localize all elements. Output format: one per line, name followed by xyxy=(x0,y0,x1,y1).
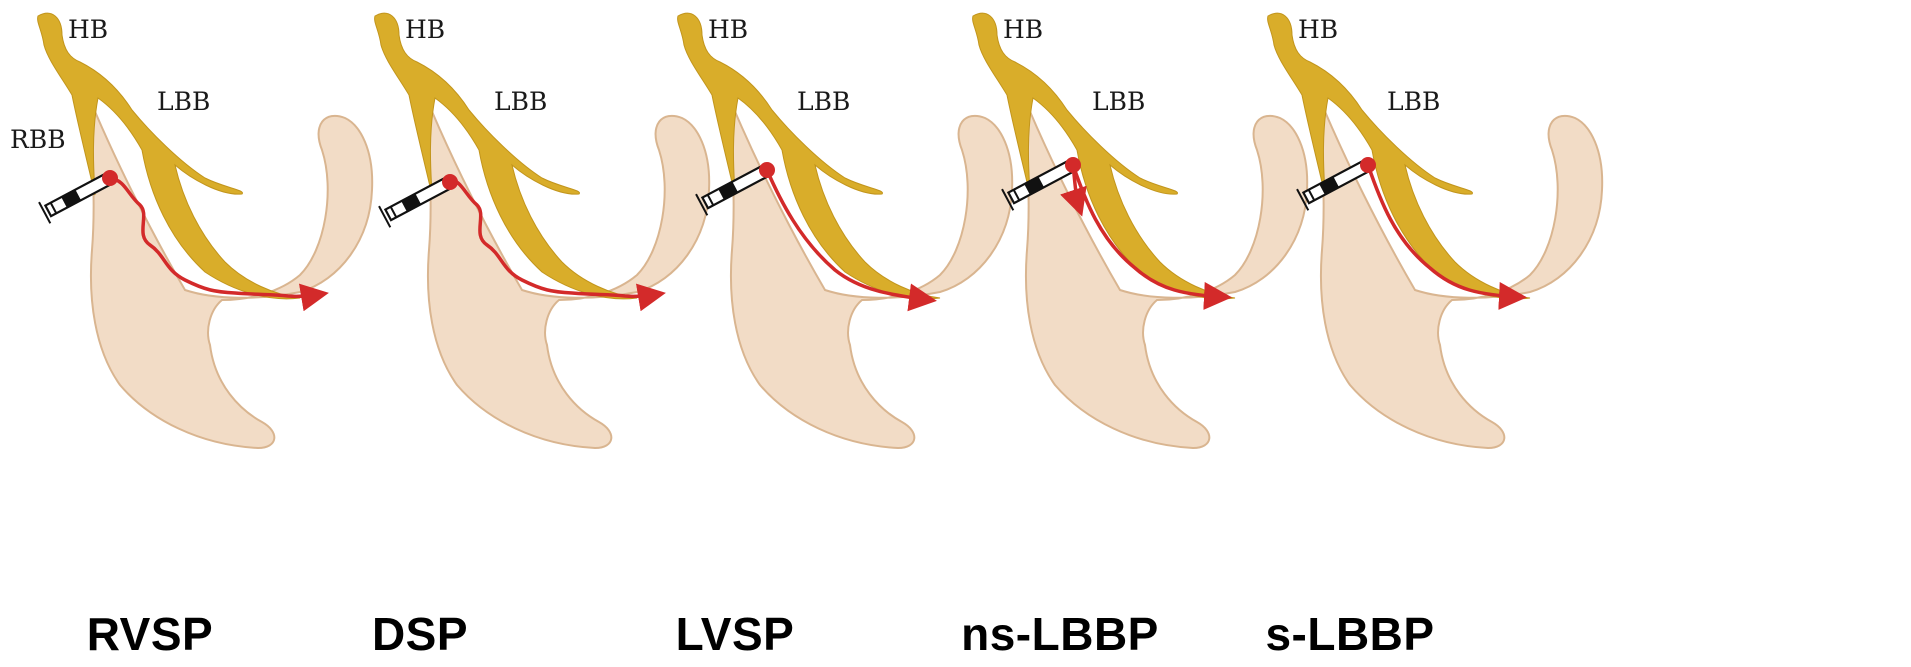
panel-caption: LVSP xyxy=(605,607,865,661)
panel-rvsp: HB LBB RBB xyxy=(10,13,372,448)
lbb-label: LBB xyxy=(1387,87,1440,116)
pacing-site-dot xyxy=(1065,157,1081,173)
lbb-label: LBB xyxy=(1092,87,1145,116)
panel-dsp: HB LBB xyxy=(375,13,710,448)
lbb-label: LBB xyxy=(797,87,850,116)
panel-caption: DSP xyxy=(290,607,550,661)
panel-lvsp: HB LBB xyxy=(678,13,1013,448)
lbb-label: LBB xyxy=(157,87,210,116)
panel-caption: ns-LBBP xyxy=(930,607,1190,661)
hb-label: HB xyxy=(708,15,748,44)
hb-label: HB xyxy=(68,15,108,44)
conduction-system xyxy=(1268,13,1530,299)
conduction-system xyxy=(973,13,1235,299)
lbb-label: LBB xyxy=(494,87,547,116)
hb-label: HB xyxy=(1003,15,1043,44)
pacing-site-dot xyxy=(1360,157,1376,173)
panel-s-lbbp: HB LBB xyxy=(1268,13,1603,448)
conduction-system xyxy=(38,13,300,299)
hb-label: HB xyxy=(1298,15,1338,44)
pacing-site-dot xyxy=(442,174,458,190)
rbb-label: RBB xyxy=(10,125,66,154)
pacing-site-dot xyxy=(102,170,118,186)
conduction-system xyxy=(375,13,637,299)
hb-label: HB xyxy=(405,15,445,44)
pacing-site-dot xyxy=(759,162,775,178)
panel-caption: s-LBBP xyxy=(1220,607,1480,661)
conduction-system xyxy=(678,13,940,299)
panel-ns-lbbp: HB LBB xyxy=(973,13,1308,448)
panel-caption: RVSP xyxy=(20,607,280,661)
